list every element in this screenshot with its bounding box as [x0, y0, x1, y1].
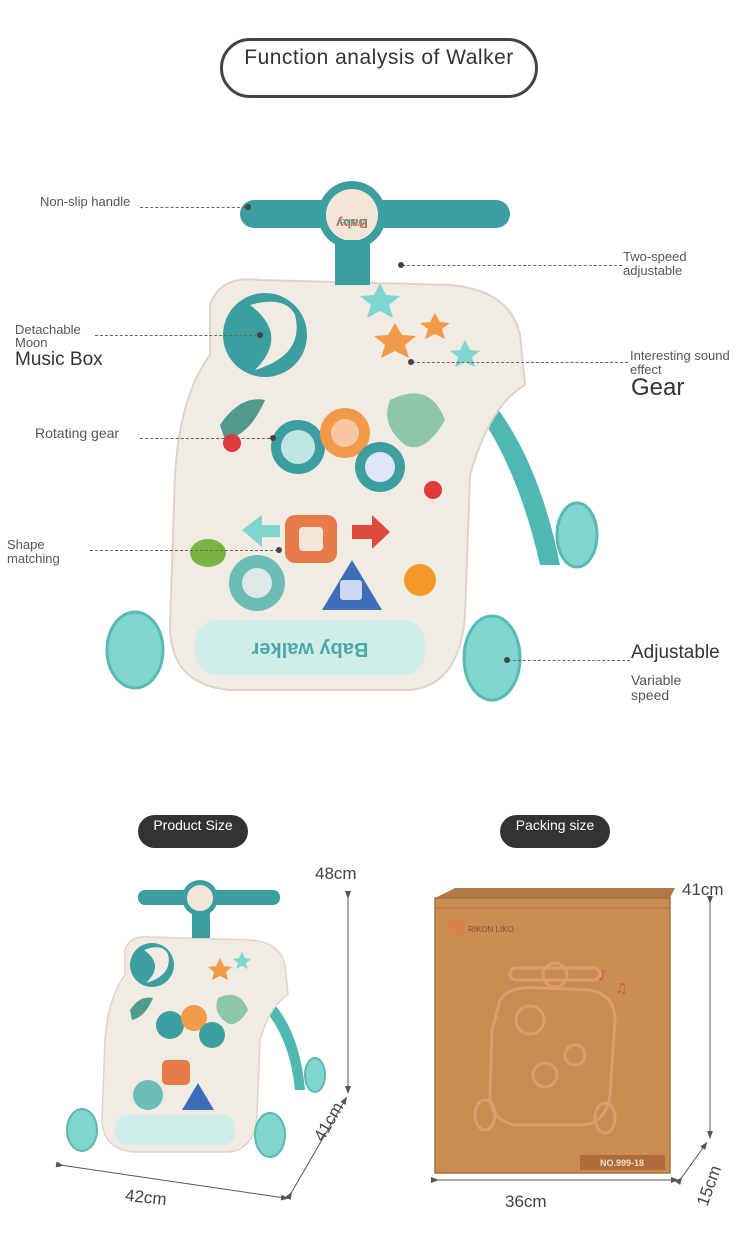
page-title: Function analysis of Walker: [220, 38, 538, 98]
page-title-text: Function analysis of Walker: [244, 46, 514, 69]
callout-rotating-gear: Rotating gear: [35, 425, 120, 441]
packing-size-label: Packing size: [515, 817, 595, 833]
callout-shape-1: Shape: [7, 537, 45, 552]
walker-small-illustration: [66, 880, 326, 1158]
packing-size-pill: Packing size: [500, 815, 610, 848]
callout-non-slip-handle: Non-slip handle: [40, 194, 131, 209]
packing-box-illustration: RIKON LIKO ♪ ♫ NO.999-18: [434, 888, 675, 1174]
callout-two-speed-1: Two-speed: [623, 249, 687, 264]
walker-front-text: Baby walker: [251, 638, 368, 660]
callout-sound-1: Interesting sound: [630, 348, 730, 363]
walker-illustration: Baby walker Baby Walker: [105, 181, 599, 702]
packing-dimension-lines: [431, 896, 713, 1185]
box-brand: RIKON LIKO: [468, 925, 514, 934]
svg-text:♫: ♫: [615, 981, 628, 997]
product-height-label: 48cm: [315, 864, 357, 883]
callout-variable-1: Variable: [631, 672, 682, 688]
callout-sound-2: effect: [630, 362, 662, 377]
callout-detachable-1: Detachable: [15, 322, 81, 337]
product-size-label: Product Size: [153, 817, 233, 833]
packing-width-label: 36cm: [505, 1192, 547, 1211]
walker-brand-bottom: Walker: [336, 216, 367, 227]
packing-height-label: 41cm: [682, 880, 724, 899]
callout-music-box: Music Box: [15, 349, 103, 370]
callout-gear: Gear: [631, 374, 685, 401]
walker-brand-top: Baby: [335, 216, 368, 231]
callout-two-speed-2: adjustable: [623, 263, 683, 278]
callout-adjustable: Adjustable: [631, 642, 720, 663]
product-size-pill: Product Size: [138, 815, 248, 848]
product-dimension-lines: [55, 891, 351, 1201]
callout-detachable-2: Moon: [15, 335, 48, 350]
callout-shape-2: matching: [7, 551, 60, 566]
box-model: NO.999-18: [600, 1158, 644, 1168]
svg-text:♪: ♪: [598, 968, 607, 984]
callout-variable-2: speed: [631, 687, 670, 703]
product-width-label: 42cm: [124, 1185, 168, 1210]
